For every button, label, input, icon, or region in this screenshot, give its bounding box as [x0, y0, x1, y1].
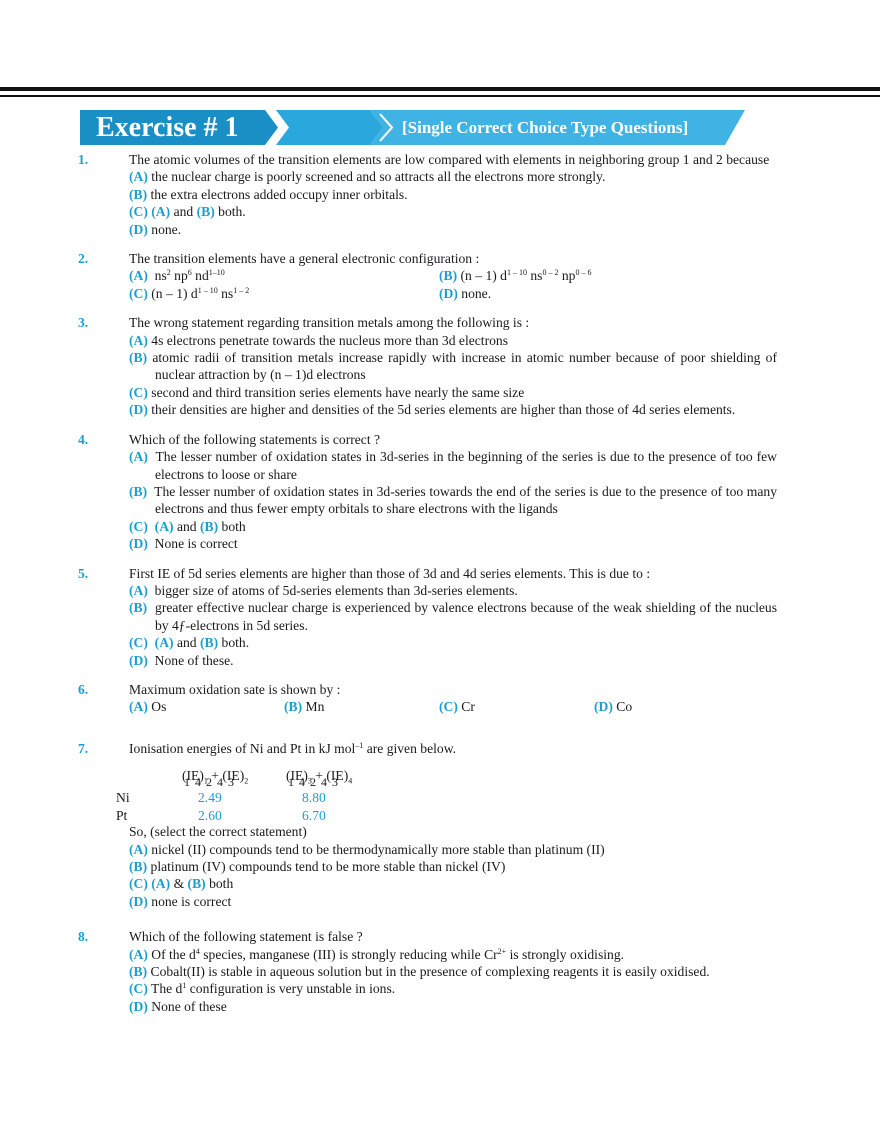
option-c: (C) (A) and (B) both. [129, 204, 246, 220]
top-rule-thick [0, 87, 880, 91]
option-c: (C) (A) & (B) both [129, 876, 234, 892]
question-6: 6. Maximum oxidation sate is shown by : … [0, 681, 880, 716]
question-stem: Maximum oxidation sate is shown by : [129, 681, 341, 697]
table-row: Ni 2.49 8.80 [116, 790, 326, 806]
option-a: (A) the nuclear charge is poorly screene… [129, 169, 606, 185]
option-c: (C) (A) and (B) both [129, 518, 246, 534]
option-b: (B) Mn [284, 699, 325, 715]
col2-head-overlay: 1 4 2 4 3 [288, 775, 339, 790]
option-b: (B) platinum (IV) compounds tend to be m… [129, 859, 506, 874]
question-stem: Ionisation energies of Ni and Pt in kJ m… [129, 740, 457, 756]
option-b: (B) atomic radii of transition metals in… [129, 350, 777, 383]
option-c: (C) second and third transition series e… [129, 384, 525, 400]
question-7: 7. Ionisation energies of Ni and Pt in k… [0, 740, 880, 910]
question-2: 2. The transition elements have a genera… [0, 250, 880, 302]
ionisation-table: (IE)1 + (IE)2 1 4 2 4 3 (IE)3 + (IE)4 1 … [116, 765, 777, 823]
option-b: (B) Cobalt(II) is stable in aqueous solu… [129, 964, 710, 980]
option-d: (D) None of these [129, 998, 227, 1014]
option-c: (C) The d1 configuration is very unstabl… [129, 981, 396, 997]
col2-head: (IE)3 + (IE)4 [286, 768, 353, 786]
col1-head: (IE)1 + (IE)2 [182, 768, 249, 786]
option-c: (C) (n – 1) d1 – 10 ns1 – 2 [129, 285, 250, 301]
question-number: 4. [78, 431, 89, 447]
exercise-title: Exercise # 1 [96, 112, 239, 143]
option-a: (A) bigger size of atoms of 5d-series el… [129, 582, 518, 598]
col1-head-overlay: 1 4 2 4 3 [184, 775, 235, 790]
banner-chevron-shape [276, 110, 383, 145]
question-number: 7. [78, 740, 89, 756]
option-d: (D) Co [594, 699, 633, 715]
option-c: (C) (A) and (B) both. [129, 635, 250, 651]
option-d: (D) their densities are higher and densi… [129, 402, 736, 418]
question-stem: Which of the following statements is cor… [129, 431, 381, 447]
option-d: (D) none. [439, 285, 492, 301]
option-b: (B) (n – 1) d1 – 10 ns0 – 2 np0 – 6 [439, 268, 592, 284]
question-followup: So, (select the correct statement) [129, 824, 307, 840]
question-list: 1. The atomic volumes of the transition … [0, 151, 880, 1027]
question-number: 8. [78, 929, 89, 945]
option-c: (C) Cr [439, 699, 475, 715]
option-a: (A) The lesser number of oxidation state… [129, 449, 777, 482]
option-d: (D) none is correct [129, 893, 232, 909]
banner-subtitle-shape [370, 110, 745, 145]
option-b: (B) greater effective nuclear charge is … [129, 600, 778, 633]
option-a: (A) Os [129, 699, 167, 715]
option-a: (A) Of the d4 species, manganese (III) i… [129, 946, 625, 962]
option-a: (A) nickel (II) compounds tend to be the… [129, 841, 605, 857]
question-stem: The transition elements have a general e… [129, 251, 480, 267]
banner-shapes [80, 110, 745, 145]
banner-arrow-icon [379, 113, 394, 142]
banner-title-shape [80, 110, 278, 145]
option-b: (B) the extra electrons added occupy inn… [129, 186, 408, 202]
question-stem: Which of the following statement is fals… [129, 929, 363, 945]
option-d: (D) None of these. [129, 652, 234, 668]
option-a: (A) ns2 np6 nd1–10 [129, 268, 225, 284]
question-number: 6. [78, 681, 89, 697]
top-rule-thin [0, 95, 880, 97]
option-d: (D) none. [129, 221, 182, 237]
exercise-banner: Exercise # 1 [Single Correct Choice Type… [80, 110, 750, 145]
question-stem: The atomic volumes of the transition ele… [129, 152, 770, 167]
question-number: 2. [78, 251, 89, 267]
option-a: (A) 4s electrons penetrate towards the n… [129, 332, 508, 348]
option-d: (D) None is correct [129, 536, 238, 552]
table-row: Pt 2.60 6.70 [116, 807, 326, 823]
question-4: 4. Which of the following statements is … [0, 431, 880, 553]
question-1: 1. The atomic volumes of the transition … [0, 151, 880, 238]
question-5: 5. First IE of 5d series elements are hi… [0, 565, 880, 669]
question-number: 3. [78, 315, 89, 331]
option-b: (B) The lesser number of oxidation state… [129, 483, 778, 517]
question-number: 1. [78, 152, 89, 167]
table-header: (IE)1 + (IE)2 1 4 2 4 3 (IE)3 + (IE)4 1 … [116, 765, 777, 789]
question-3: 3. The wrong statement regarding transit… [0, 314, 880, 418]
question-number: 5. [78, 565, 89, 581]
exercise-subtitle: [Single Correct Choice Type Questions] [402, 118, 689, 137]
question-stem: First IE of 5d series elements are highe… [129, 565, 651, 581]
question-stem: The wrong statement regarding transition… [129, 315, 530, 331]
question-8: 8. Which of the following statement is f… [0, 928, 880, 1015]
